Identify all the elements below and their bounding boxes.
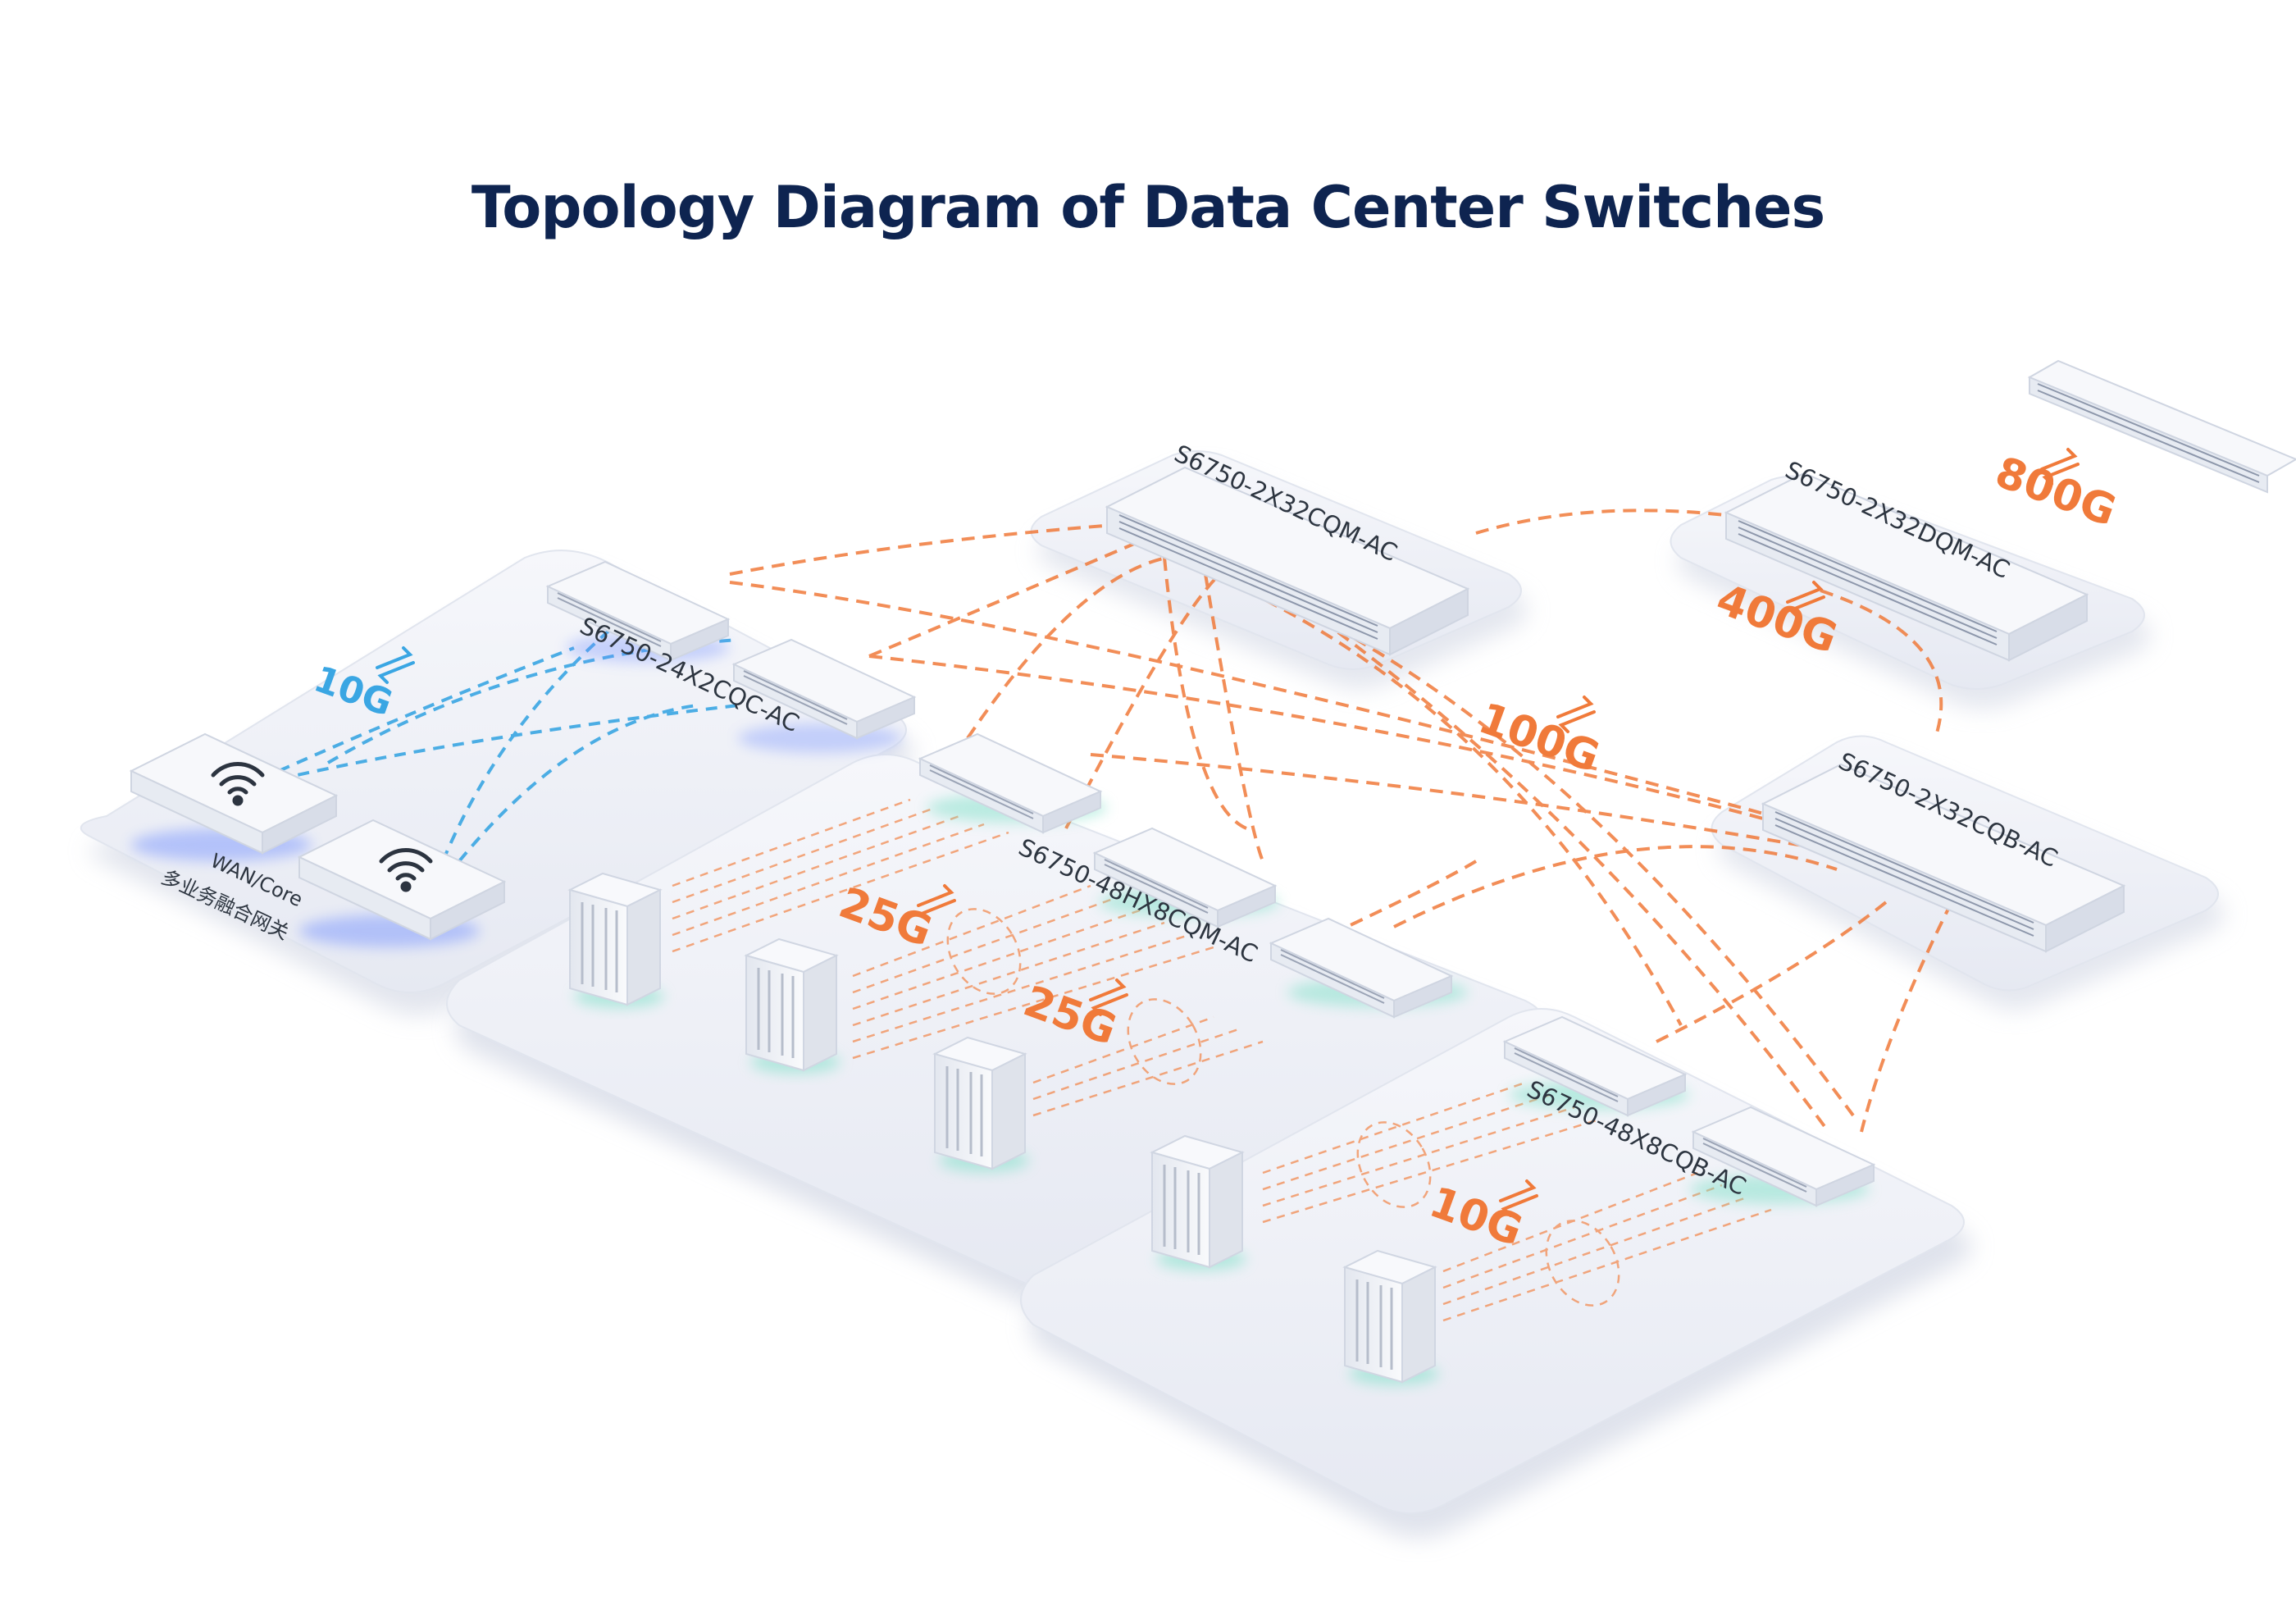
uplink-cables bbox=[729, 509, 1953, 1133]
server-rack-icon bbox=[1152, 1136, 1246, 1270]
server-rack-icon bbox=[1345, 1251, 1439, 1385]
server-rack-icon bbox=[935, 1038, 1029, 1172]
server-rack-icon bbox=[570, 873, 664, 1008]
gateway-device-1 bbox=[129, 732, 339, 861]
gateway-links bbox=[278, 597, 739, 863]
page-title: Topology Diagram of Data Center Switches bbox=[471, 174, 1825, 241]
gateway-device-2 bbox=[297, 819, 507, 947]
switch-access-10g bbox=[547, 561, 915, 753]
speed-label: 800G bbox=[1989, 448, 2123, 536]
server-links bbox=[672, 798, 1772, 1322]
switch-leaf-25g bbox=[919, 733, 1468, 1018]
switch-leaf-10g bbox=[1504, 1016, 1875, 1206]
speed-uplink-800g: 800G bbox=[1989, 448, 2123, 536]
switch-800g bbox=[2027, 359, 2296, 494]
server-rack-icon bbox=[746, 939, 840, 1074]
